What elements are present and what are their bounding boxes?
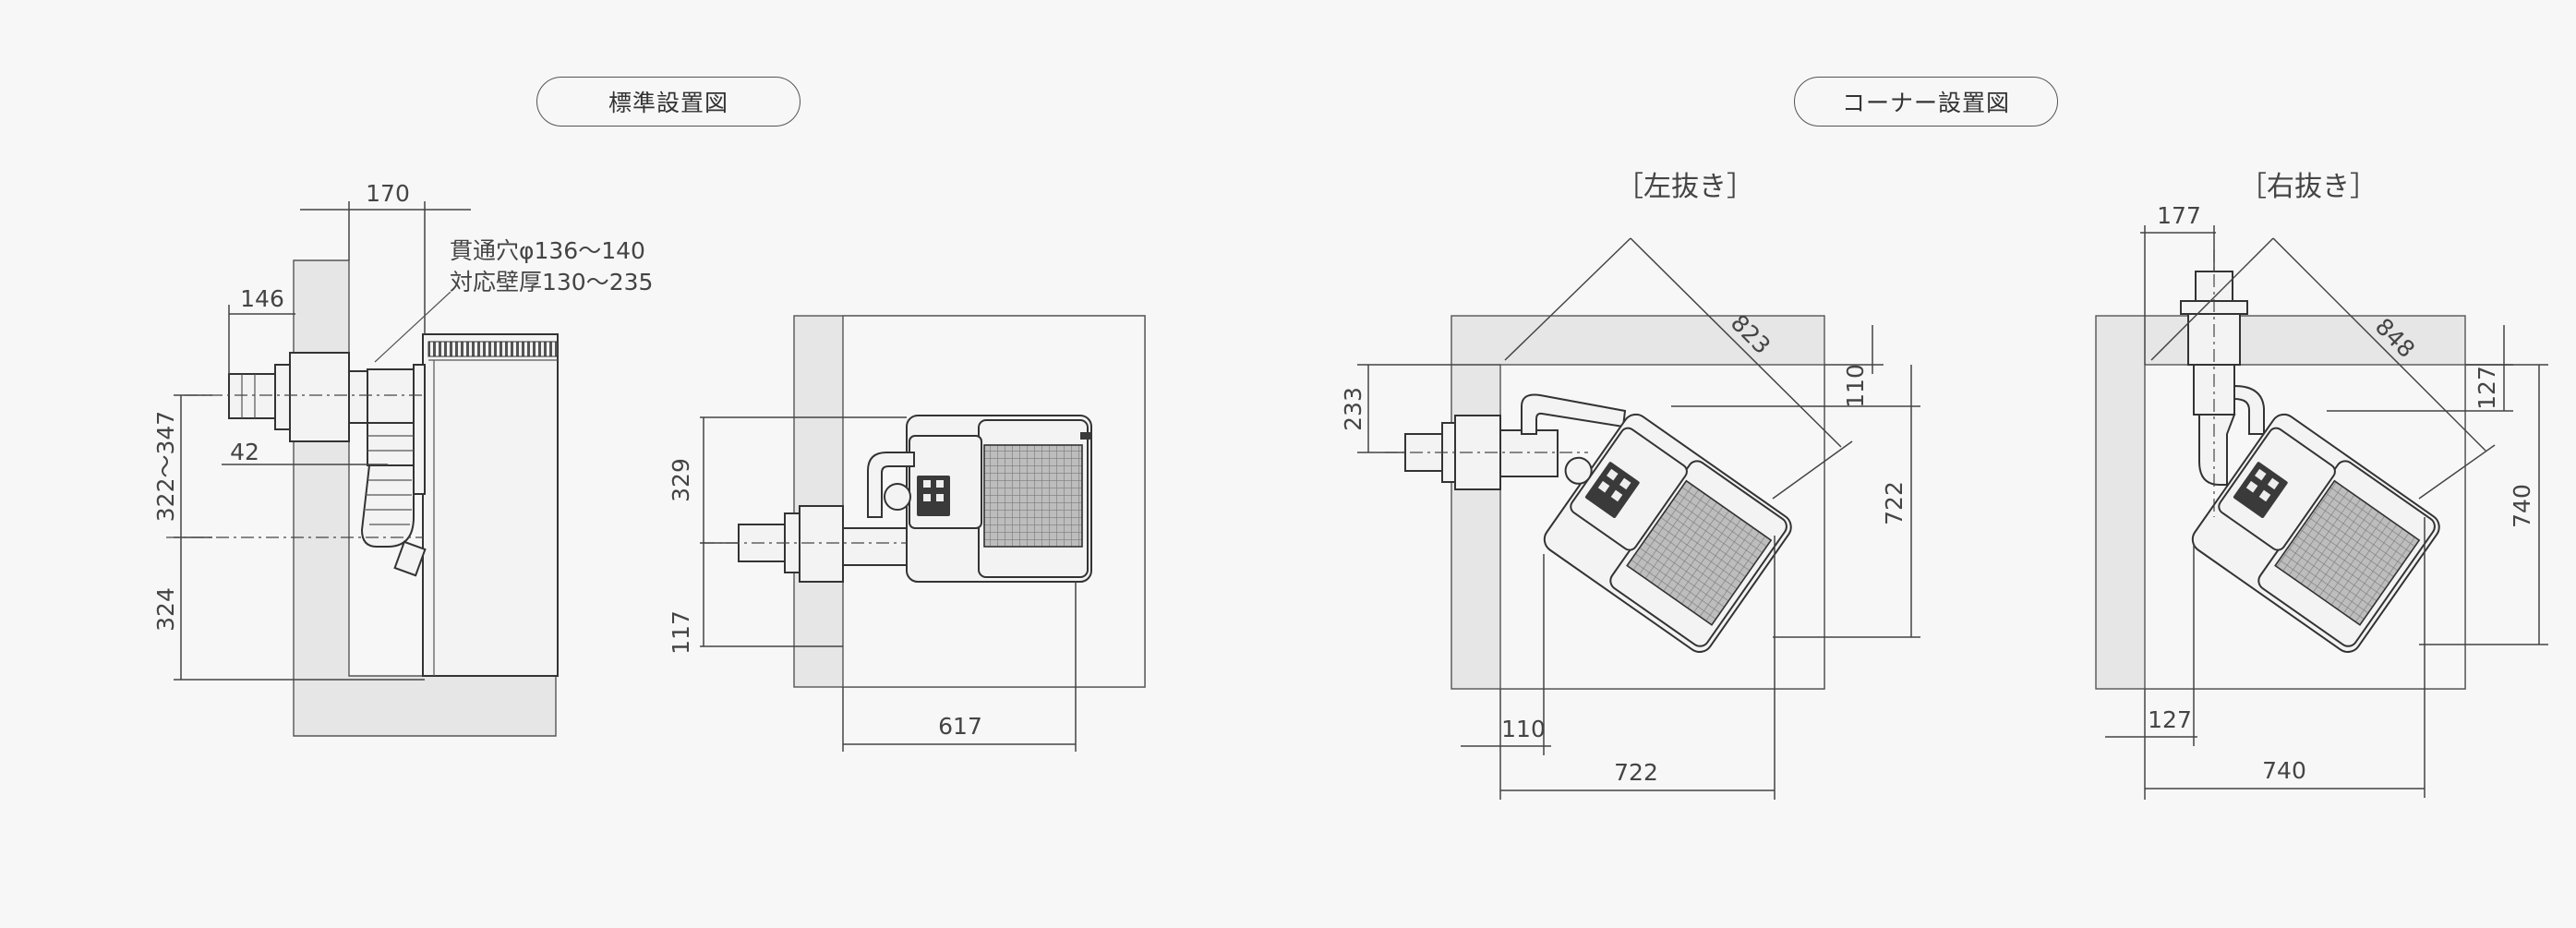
dim-722-right: 722 [1881,481,1908,525]
right-subtitle: ［右抜き］ [2239,171,2377,203]
corner-left-view: ［左抜き］ 823 [1340,171,1920,800]
dim-177: 177 [2157,202,2201,229]
dim-740-bottom: 740 [2262,757,2306,784]
note-wall: 対応壁厚130〜235 [450,269,653,295]
side-heater-body [422,333,559,677]
dim-233: 233 [1340,387,1366,431]
dim-42: 42 [230,439,259,465]
dim-110-right: 110 [1842,364,1869,408]
dim-740-right: 740 [2509,484,2535,528]
dim-117: 117 [668,610,694,655]
dim-329: 329 [668,458,694,502]
standard-title: 標準設置図 [608,90,728,116]
side-flue-cap [228,373,276,419]
left-subtitle: ［左抜き］ [1616,171,1754,203]
side-view: 170 146 42 322〜347 324 貫通穴φ136〜140 対応壁厚1… [152,180,653,737]
dim-322-347: 322〜347 [152,411,179,522]
dim-722-bottom: 722 [1614,759,1658,786]
corner-right-view: ［右抜き］ 177 [2095,171,2548,800]
dim-110-bottom: 110 [1501,716,1546,742]
dim-127-bottom: 127 [2148,706,2192,733]
standard-title-pill: 標準設置図 [536,77,800,127]
dim-127-right: 127 [2474,366,2500,410]
corner-title-pill: コーナー設置図 [1794,77,2058,127]
corner-title: コーナー設置図 [1841,90,2010,116]
side-top-vents [427,341,559,357]
standard-top-view: 329 117 617 [668,315,1146,752]
dim-170: 170 [366,180,410,207]
side-elbow [360,464,415,548]
dim-324: 324 [152,587,179,632]
dim-146: 146 [240,285,284,312]
dim-617: 617 [938,713,982,740]
note-hole: 貫通穴φ136〜140 [450,237,645,264]
